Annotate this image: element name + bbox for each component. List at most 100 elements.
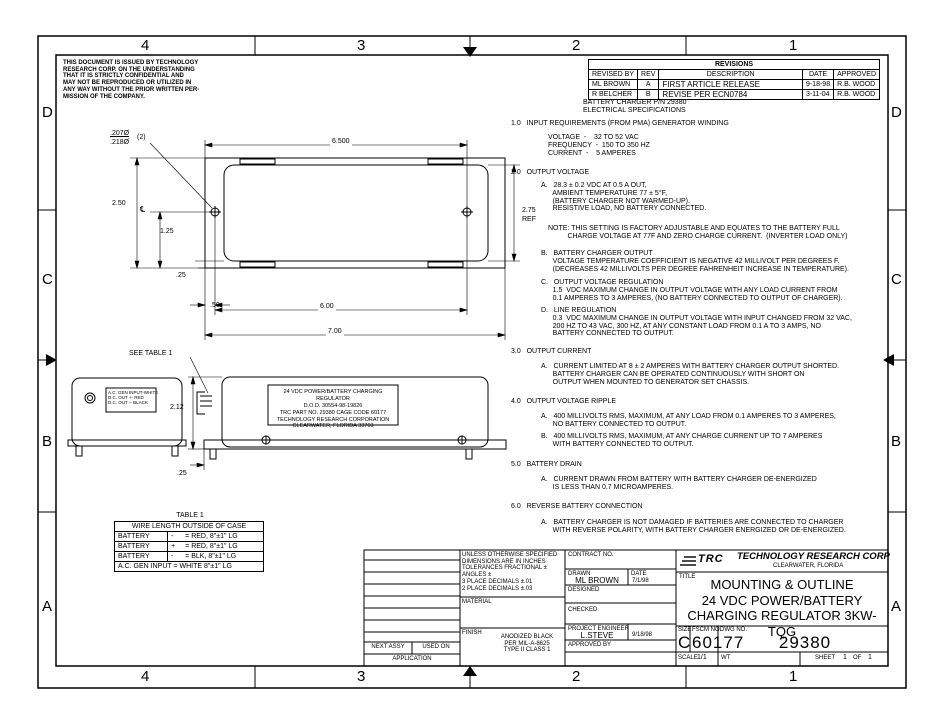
spec-2a: A. 28.3 ± 0.2 VDC AT 0.5 A OUT, AMBIENT … (541, 182, 707, 213)
zone-left-B: B (42, 433, 53, 450)
sheet-total: 1 (868, 654, 872, 661)
rev-cell: R.B. WOOD (833, 79, 880, 90)
spec-6a: A. BATTERY CHARGER IS NOT DAMAGED IF BAT… (541, 519, 846, 534)
dim-700: 7.00 (326, 328, 344, 336)
spec-title: BATTERY CHARGER P/N 29380 ELECTRICAL SPE… (583, 99, 687, 114)
table-row: A.C. GEN INPUT = WHITE 8"±1" LG (114, 561, 264, 572)
rev-cell: FIRST ARTICLE RELEASE (658, 79, 803, 90)
project-engineer-label: PROJECT ENGINEER (568, 626, 629, 632)
spec-5-heading: 5.0 BATTERY DRAIN (511, 461, 582, 468)
table1-cell: BATTERY (113, 531, 169, 542)
drawing-number: 29380 (778, 633, 832, 652)
dim-275: 2.75 (522, 207, 536, 214)
dim-025-top: .25 (176, 272, 186, 279)
spec-2b: B. BATTERY CHARGER OUTPUT VOLTAGE TEMPER… (541, 250, 849, 273)
revision-row: R BELCHER B REVISE PER ECN0784 3-11-04 R… (587, 89, 880, 100)
table1-cell: = RED, 8"±1" LG (182, 531, 265, 542)
nameplate-text: 24 VDC POWER/BATTERY CHARGING REGULATOR … (276, 389, 390, 430)
zone-bottom-1: 1 (789, 668, 798, 685)
spec-2c: C. OUTPUT VOLTAGE REGULATION 1.5 VDC MAX… (541, 279, 843, 302)
revisions-table: REVISIONS REVISED BY REV DESCRIPTION DAT… (587, 59, 880, 100)
weight-label: WT (721, 655, 731, 661)
table1-cell: = RED, 8"±1" LG (182, 541, 265, 552)
spec-2-heading: 2.0 OUTPUT VOLTAGE (511, 169, 590, 176)
checked-label: CHECKED (568, 607, 598, 613)
dim-050: .50 (210, 302, 220, 309)
revisions-title: REVISIONS (588, 59, 880, 70)
spec-note: NOTE: THIS SETTING IS FACTORY ADJUSTABLE… (548, 225, 848, 240)
dim-025-bottom: .25 (177, 470, 187, 477)
drawn-date-label: DATE (631, 571, 647, 577)
side-view-body (221, 376, 489, 448)
drawn-by: ML BROWN (575, 576, 619, 585)
wire-length-table: WIRE LENGTH OUTSIDE OF CASE BATTERY - = … (113, 521, 265, 572)
company-logo: TRC (698, 553, 724, 565)
rev-header-description: DESCRIPTION (658, 69, 803, 80)
zone-left-D: D (42, 104, 53, 121)
company-name: TECHNOLOGY RESEARCH CORP (737, 551, 890, 562)
table-row: BATTERY - = BLK, 8"±1" LG (113, 551, 265, 562)
dim-hole-qty: (2) (137, 134, 146, 141)
spec-4a: A. 400 MILLIVOLTS RMS, MAXIMUM, AT ANY L… (541, 413, 836, 428)
table1-subtitle: WIRE LENGTH OUTSIDE OF CASE (114, 521, 264, 532)
table-row: BATTERY + = RED, 8"±1" LG (113, 541, 265, 552)
company-city: CLEARWATER, FLORIDA (773, 563, 844, 569)
dim-6500: 6.500 (330, 138, 352, 146)
drawing-title: MOUNTING & OUTLINE 24 VDC POWER/BATTERY … (687, 577, 877, 639)
spec-3a: A. CURRENT LIMITED AT 8 ± 2 AMPERES WITH… (541, 363, 840, 386)
finish-value: ANODIZED BLACK PER MIL-A-8625 TYPE II CL… (500, 634, 554, 654)
revision-row: ML BROWN A FIRST ARTICLE RELEASE 9-18-98… (587, 79, 880, 90)
dim-hole-dia-max: .207ø (110, 130, 130, 137)
dim-125: 1.25 (160, 228, 174, 235)
zone-top-4: 4 (141, 37, 150, 54)
end-view-label (105, 387, 157, 413)
title-label: TITLE (679, 574, 696, 580)
project-engineer-name: L.STEVE (580, 631, 614, 640)
zone-left-A: A (42, 598, 53, 615)
fscm-value: 60177 (692, 633, 745, 652)
table1-cell: BATTERY (113, 551, 169, 562)
rev-cell: 9-18-98 (801, 79, 835, 90)
spec-1-heading: 1.0 INPUT REQUIREMENTS (FROM PMA) GENERA… (511, 120, 729, 127)
dim-250: 2.50 (112, 200, 126, 207)
size-label: SIZE (678, 627, 692, 633)
rev-cell: B (637, 89, 660, 100)
zone-right-D: D (891, 104, 902, 121)
spec-1-body: VOLTAGE - 32 TO 52 VAC FREQUENCY - 150 T… (548, 134, 650, 157)
rev-cell: ML BROWN (587, 79, 639, 90)
rev-header-date: DATE (801, 69, 835, 80)
rev-cell: REVISE PER ECN0784 (658, 89, 803, 100)
center-arrow-left (46, 354, 57, 366)
zone-top-2: 2 (572, 37, 581, 54)
rev-header-approved: APPROVED (833, 69, 880, 80)
table-row: BATTERY - = RED, 8"±1" LG (113, 531, 265, 542)
rev-cell: 3-11-04 (801, 89, 835, 100)
rev-header-revised-by: REVISED BY (587, 69, 639, 80)
confidentiality-notice: THIS DOCUMENT IS ISSUED BY TECHNOLOGY RE… (63, 60, 200, 100)
zone-top-3: 3 (357, 37, 366, 54)
rev-header-rev: REV (637, 69, 660, 80)
dim-hole-dia-min: .218ø (110, 139, 130, 146)
dim-275-ref: REF (522, 216, 536, 223)
drawn-date: 7/1/98 (632, 578, 649, 584)
table1-cell: - (167, 531, 183, 542)
spec-5a: A. CURRENT DRAWN FROM BATTERY WITH BATTE… (541, 476, 817, 491)
dim-600: 6.00 (318, 303, 336, 311)
centerline-symbol: ℄ (140, 205, 146, 214)
zone-bottom-2: 2 (572, 668, 581, 685)
drawn-label: DRAWN (568, 571, 591, 577)
zone-top-1: 1 (789, 37, 798, 54)
see-table-callout: SEE TABLE 1 (129, 350, 173, 357)
table1-cell: BATTERY (113, 541, 169, 552)
table1-cell: + (167, 541, 183, 552)
side-view-flange (203, 439, 507, 450)
dim-212: 2.12 (170, 404, 184, 411)
spec-3-heading: 3.0 OUTPUT CURRENT (511, 348, 592, 355)
spec-2d: D. LINE REGULATION 0.3 VDC MAXIMUM CHANG… (541, 307, 852, 338)
spec-4-heading: 4.0 OUTPUT VOLTAGE RIPPLE (511, 398, 617, 405)
scale-value: 1/1 (697, 654, 707, 661)
dwg-no-label: DWG NO. (720, 627, 747, 633)
approved-by-label: APPROVED BY (568, 642, 612, 648)
application-label: APPLICATION (392, 656, 432, 662)
